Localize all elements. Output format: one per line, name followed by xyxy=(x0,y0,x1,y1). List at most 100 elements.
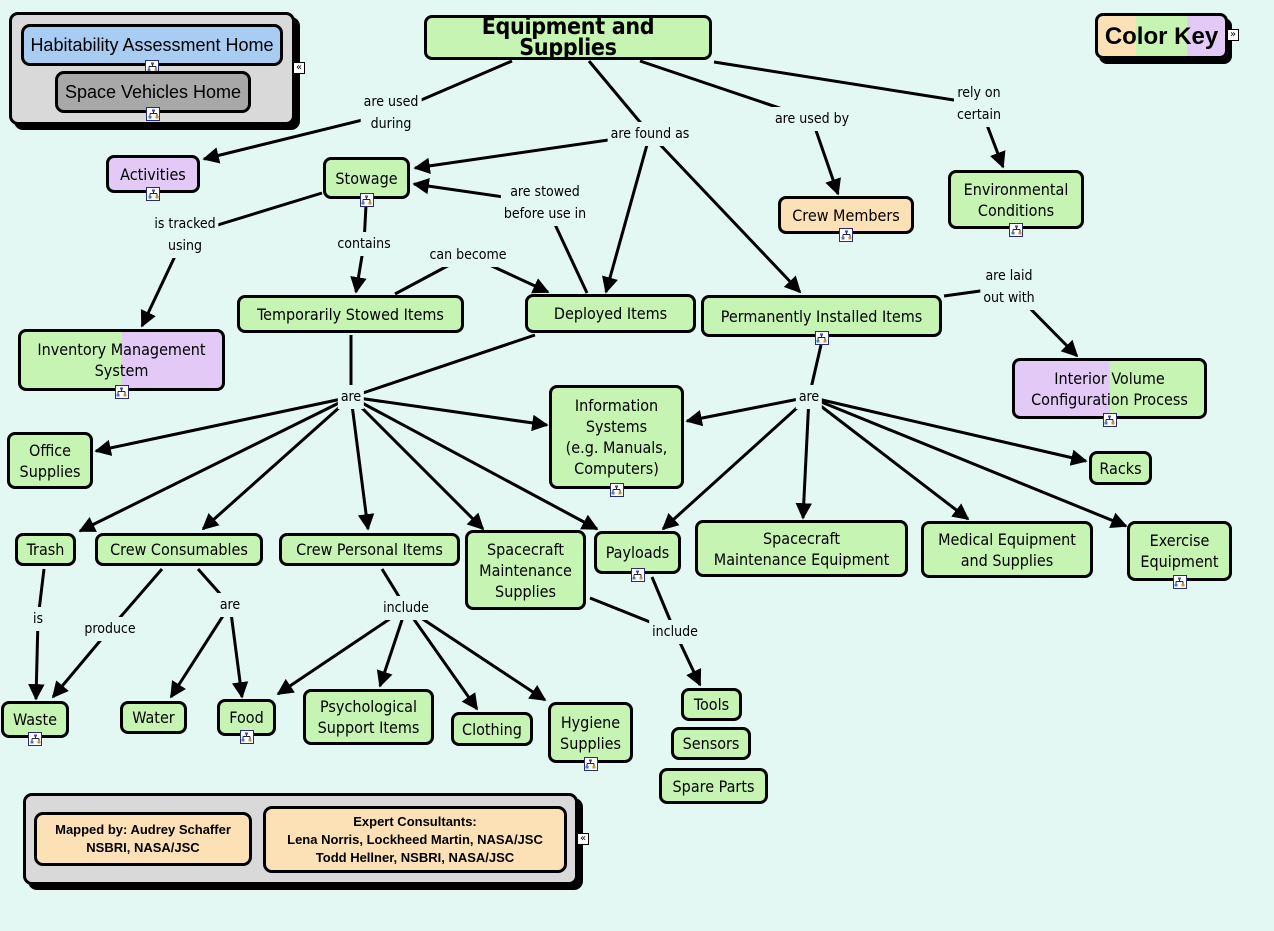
concept-exercise[interactable]: Exercise Equipment xyxy=(1127,521,1232,589)
concept-stowage[interactable]: Stowage xyxy=(323,157,410,207)
link-phrase-stowed-before[interactable]: are stowed before use in xyxy=(500,180,590,226)
link-phrase-are-right[interactable]: are xyxy=(795,385,823,409)
concept-tools[interactable]: Tools xyxy=(681,688,742,721)
concept-personal[interactable]: Crew Personal Items xyxy=(279,533,460,566)
link-phrase-used-during[interactable]: are used during xyxy=(360,90,422,136)
concept-label: Tools xyxy=(693,695,730,714)
concept-info[interactable]: Information Systems (e.g. Manuals, Compu… xyxy=(549,385,684,497)
concept-office[interactable]: Office Supplies xyxy=(7,432,93,489)
color-key-label: Color Key xyxy=(1104,22,1219,50)
habitability-assessment-home-link[interactable]: Habitability Assessment Home xyxy=(21,24,283,74)
concept-medical[interactable]: Medical Equipment and Supplies xyxy=(921,521,1093,578)
connector-equip-to-l_rely_on xyxy=(713,60,980,106)
concept-label: Deployed Items xyxy=(553,304,668,323)
concept-label: Equipment and Supplies xyxy=(481,13,655,61)
link-phrase-used-by[interactable]: are used by xyxy=(771,107,853,131)
concept-payloads[interactable]: Payloads xyxy=(594,531,681,582)
concept-racks[interactable]: Racks xyxy=(1089,451,1152,485)
submap-icon[interactable] xyxy=(28,732,42,746)
color-key[interactable]: Color Key xyxy=(1095,13,1228,59)
submap-icon[interactable] xyxy=(609,483,624,497)
link-phrase-are-cons[interactable]: are xyxy=(216,593,244,617)
link-phrase-can-become[interactable]: can become xyxy=(426,243,510,267)
concept-equip[interactable]: Equipment and Supplies xyxy=(424,15,712,60)
arrow-l_are_left-to-consumables xyxy=(201,395,352,531)
expand-color-key-button[interactable]: » xyxy=(1227,29,1239,41)
arrow-l_are_cons-to-food xyxy=(228,604,249,699)
concept-food[interactable]: Food xyxy=(217,699,276,744)
link-phrase-laid-out[interactable]: are laid out with xyxy=(980,264,1038,310)
submap-icon[interactable] xyxy=(239,730,254,744)
concept-deployed[interactable]: Deployed Items xyxy=(525,294,696,333)
concept-scme[interactable]: Spacecraft Maintenance Equipment xyxy=(695,520,908,577)
arrow-l_are_left-to-office xyxy=(94,395,352,456)
concept-label: Clothing xyxy=(462,719,522,739)
space-vehicles-home-label: Space Vehicles Home xyxy=(64,81,242,102)
concept-spare[interactable]: Spare Parts xyxy=(659,768,768,804)
concept-label: Stowage xyxy=(335,168,398,188)
concept-label: Spare Parts xyxy=(672,776,755,796)
concept-ims[interactable]: Inventory Management System xyxy=(18,329,225,399)
concept-label: Sensors xyxy=(682,734,740,753)
concept-sensors[interactable]: Sensors xyxy=(671,727,751,760)
submap-icon[interactable] xyxy=(359,193,374,207)
concept-label: Information Systems (e.g. Manuals, Compu… xyxy=(565,396,668,478)
arrow-l_are_left-to-scms xyxy=(349,395,485,531)
submap-icon[interactable] xyxy=(839,228,853,242)
concept-label: Food xyxy=(229,708,264,727)
concept-activities[interactable]: Activities xyxy=(106,155,200,201)
concept-label: Interior Volume Configuration Process xyxy=(1031,368,1188,409)
link-phrase-include-maint[interactable]: include xyxy=(649,620,701,644)
concept-label: Activities xyxy=(120,164,186,184)
submap-icon[interactable] xyxy=(1102,413,1117,427)
concept-env[interactable]: Environmental Conditions xyxy=(948,170,1084,237)
concept-crew-members[interactable]: Crew Members xyxy=(778,196,914,242)
arrow-l_are_right-to-payloads xyxy=(661,395,811,531)
concept-water[interactable]: Water xyxy=(120,701,187,734)
concept-consumables[interactable]: Crew Consumables xyxy=(95,533,263,566)
submap-icon[interactable] xyxy=(114,385,129,399)
submap-icon[interactable] xyxy=(146,107,160,121)
connector-deployed-to-l_are_left xyxy=(350,333,536,399)
collapse-nav-group-button[interactable]: « xyxy=(293,62,305,74)
concept-label: Temporarily Stowed Items xyxy=(257,304,444,324)
concept-label: Waste xyxy=(12,710,58,729)
link-phrase-are-left[interactable]: are xyxy=(337,385,365,409)
concept-psych[interactable]: Psychological Support Items xyxy=(303,689,434,745)
concept-scms[interactable]: Spacecraft Maintenance Supplies xyxy=(465,530,586,610)
concept-ivcp[interactable]: Interior Volume Configuration Process xyxy=(1012,358,1207,427)
link-phrase-contains[interactable]: contains xyxy=(334,232,394,256)
concept-label: Water xyxy=(132,708,175,727)
expert-consultants-box: Expert Consultants: Lena Norris, Lockhee… xyxy=(263,806,567,873)
concept-perm[interactable]: Permanently Installed Items xyxy=(701,295,942,345)
concept-label: Permanently Installed Items xyxy=(720,306,923,326)
concept-temp[interactable]: Temporarily Stowed Items xyxy=(237,295,464,333)
concept-hygiene[interactable]: Hygiene Supplies xyxy=(548,702,633,771)
arrow-l_are_right-to-info xyxy=(685,395,810,427)
link-phrase-tracked[interactable]: is tracked using xyxy=(151,212,219,258)
submap-icon[interactable] xyxy=(1009,223,1023,237)
submap-icon[interactable] xyxy=(814,331,829,345)
space-vehicles-home-link[interactable]: Space Vehicles Home xyxy=(55,71,251,121)
concept-label: Psychological Support Items xyxy=(317,697,420,737)
link-phrase-include-personal[interactable]: include xyxy=(380,596,432,620)
concept-label: Spacecraft Maintenance Supplies xyxy=(479,539,572,601)
link-phrase-is[interactable]: is xyxy=(29,607,47,631)
link-phrase-found-as[interactable]: are found as xyxy=(607,122,693,146)
link-phrase-rely-on[interactable]: rely on certain xyxy=(954,81,1004,127)
submap-icon[interactable] xyxy=(1172,575,1187,589)
concept-label: Payloads xyxy=(605,543,670,562)
concept-clothing[interactable]: Clothing xyxy=(451,712,533,746)
link-phrase-produce[interactable]: produce xyxy=(81,617,139,641)
concept-label: Environmental Conditions xyxy=(963,179,1069,220)
submap-icon[interactable] xyxy=(583,757,598,771)
arrow-l_is-to-waste xyxy=(28,618,45,701)
concept-trash[interactable]: Trash xyxy=(15,533,76,566)
concept-waste[interactable]: Waste xyxy=(1,701,69,746)
navigation-group: Habitability Assessment Home Space Vehic… xyxy=(9,12,295,125)
submap-icon[interactable] xyxy=(630,568,645,582)
submap-icon[interactable] xyxy=(146,187,160,201)
concept-label: Trash xyxy=(26,540,65,559)
arrow-l_are_right-to-scme xyxy=(795,396,812,520)
collapse-credits-button[interactable]: « xyxy=(577,833,589,845)
